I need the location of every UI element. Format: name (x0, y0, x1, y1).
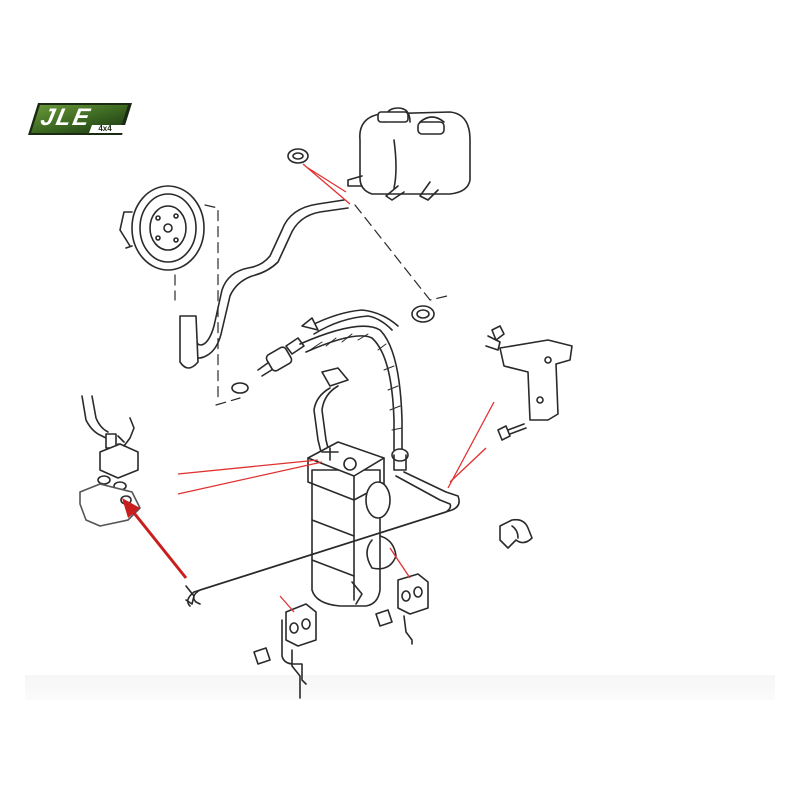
pressure-pipe-fitting (257, 337, 305, 377)
pipe-bracket-left (253, 603, 317, 699)
hose-clamp-mid (411, 305, 435, 323)
brand-logo (28, 103, 132, 135)
pipe-clip (499, 518, 533, 549)
o-ring-pump (231, 382, 249, 394)
dash-line-reservoir (354, 204, 448, 301)
feed-hose (179, 199, 349, 369)
pipe-union (79, 395, 141, 527)
fluid-reservoir (347, 107, 471, 201)
bracket-bolt (497, 423, 527, 441)
pipe-bracket-right (375, 573, 429, 645)
mounting-bracket (485, 325, 573, 421)
transfer-pipe (185, 471, 460, 607)
logo-subtext: 4x4 (98, 124, 112, 133)
pressure-hose (299, 309, 409, 471)
floor-shadow (25, 675, 775, 700)
steering-box (307, 441, 397, 607)
hose-clamp-top (287, 148, 309, 164)
pointer-arrow (122, 498, 188, 579)
dash-line-pump (204, 204, 219, 401)
leader-lines (177, 163, 495, 613)
return-hose (313, 367, 349, 457)
pump-pulley (119, 185, 205, 271)
